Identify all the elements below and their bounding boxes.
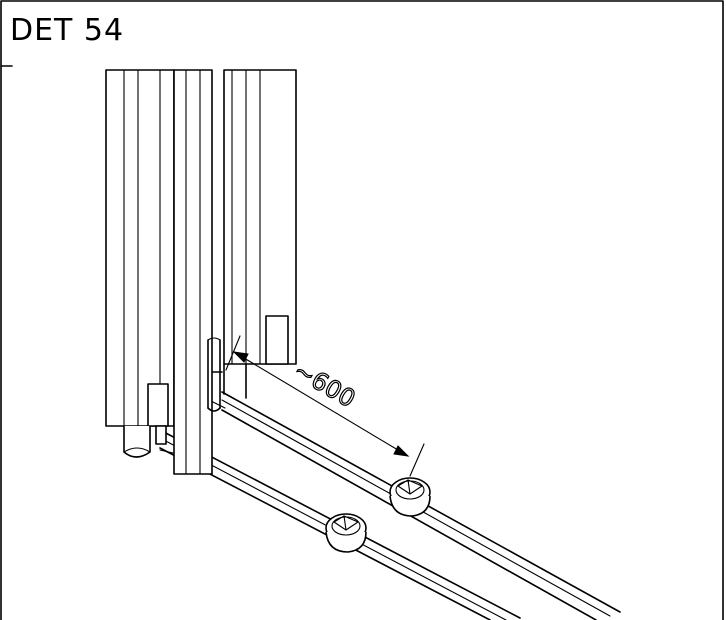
right-profile — [223, 69, 297, 399]
middle-profile — [173, 69, 213, 475]
guide-pin — [207, 337, 221, 412]
rear-screw — [389, 477, 431, 517]
left-profile — [105, 69, 175, 458]
front-screw — [325, 513, 367, 553]
dimension-label: ~600 — [289, 356, 360, 413]
bottom-rails — [159, 387, 621, 620]
dimension-600 — [225, 335, 425, 477]
detail-title: DET 54 — [10, 13, 124, 48]
